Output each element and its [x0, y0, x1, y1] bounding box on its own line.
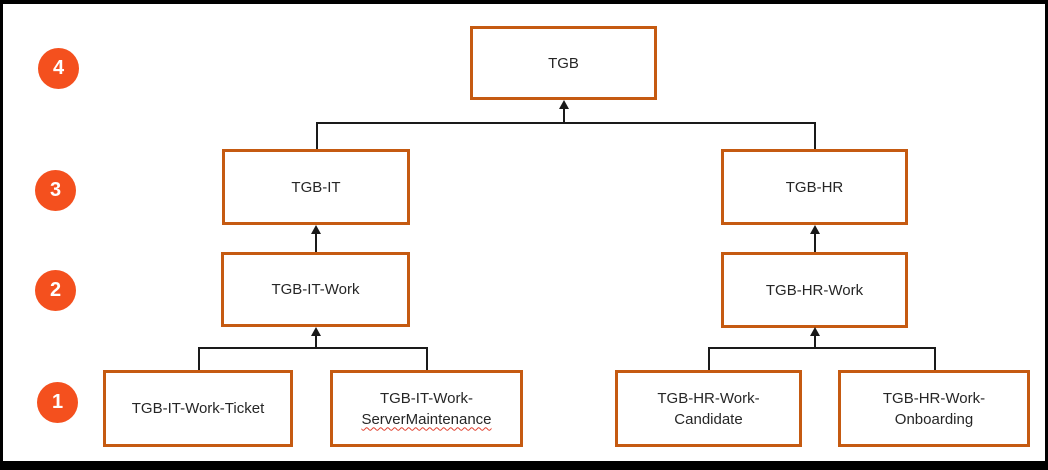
level-badge-3: 3	[35, 170, 76, 211]
node-tgb-it-work-ticket-label: TGB-IT-Work-Ticket	[131, 400, 265, 417]
node-tgb-it-work-label: TGB-IT-Work	[271, 281, 360, 298]
connector-drop-servermaintenance	[426, 347, 428, 370]
node-tgb-hr-label: TGB-HR	[785, 178, 844, 196]
node-tgb-hr-work-candidate-label-line2: Candidate	[674, 410, 743, 428]
connector-drop-tgb-it	[316, 122, 318, 151]
level-badge-3-number: 3	[49, 179, 62, 201]
up-arrowhead-tgb	[559, 100, 569, 109]
connector-drop-ticket	[198, 347, 200, 370]
up-arrowhead-tgb-it-work	[311, 327, 321, 336]
node-tgb-it-work-servermaintenance-label-line1: TGB-IT-Work-	[379, 389, 474, 407]
node-tgb-hr-work: TGB-HR-Work	[721, 252, 908, 328]
arrow-line-hr-junction	[814, 335, 816, 349]
node-tgb-hr-work-onboarding-label-line2: Onboarding	[894, 410, 974, 428]
level-badge-2-number: 2	[49, 279, 62, 301]
node-tgb-it-work-servermaintenance-label-line2: ServerMaintenance	[361, 410, 492, 428]
node-tgb: TGB	[470, 26, 657, 100]
connector-drop-candidate	[708, 347, 710, 370]
arrow-line-it-junction	[315, 335, 317, 349]
node-tgb-label: TGB	[548, 54, 579, 72]
connector-top-horizontal	[316, 122, 816, 124]
node-tgb-hr-work-onboarding: TGB-HR-Work- Onboarding	[838, 370, 1030, 447]
level-badge-4-number: 4	[52, 57, 65, 79]
arrow-line-tgb	[563, 108, 565, 124]
node-tgb-it-work-ticket: TGB-IT-Work-Ticket	[103, 370, 293, 447]
node-tgb-it-work: TGB-IT-Work	[221, 252, 410, 327]
node-tgb-it-work-servermaintenance: TGB-IT-Work- ServerMaintenance	[330, 370, 523, 447]
up-arrowhead-tgb-hr	[810, 225, 820, 234]
connector-drop-onboarding	[934, 347, 936, 370]
level-badge-1-number: 1	[51, 391, 64, 413]
node-tgb-hr-work-label: TGB-HR-Work	[765, 281, 864, 299]
hierarchy-diagram: 4 3 2 1 TGB TGB-IT TGB-HR TGB-IT-Work	[3, 4, 1045, 461]
node-tgb-hr-work-candidate: TGB-HR-Work- Candidate	[615, 370, 802, 447]
connector-hr-horizontal	[708, 347, 936, 349]
arrow-line-tgb-it-work	[315, 233, 317, 252]
arrow-line-tgb-hr-work	[814, 233, 816, 252]
level-badge-1: 1	[37, 382, 78, 423]
node-tgb-it: TGB-IT	[222, 149, 410, 225]
connector-drop-tgb-hr	[814, 122, 816, 151]
up-arrowhead-tgb-it	[311, 225, 321, 234]
level-badge-2: 2	[35, 270, 76, 311]
node-tgb-hr-work-onboarding-label-line1: TGB-HR-Work-	[882, 389, 986, 407]
node-tgb-hr-work-candidate-label-line1: TGB-HR-Work-	[657, 389, 760, 407]
connector-it-horizontal	[198, 347, 428, 349]
node-tgb-it-label: TGB-IT	[291, 178, 341, 196]
node-tgb-hr: TGB-HR	[721, 149, 908, 225]
up-arrowhead-tgb-hr-work	[810, 327, 820, 336]
level-badge-4: 4	[38, 48, 79, 89]
